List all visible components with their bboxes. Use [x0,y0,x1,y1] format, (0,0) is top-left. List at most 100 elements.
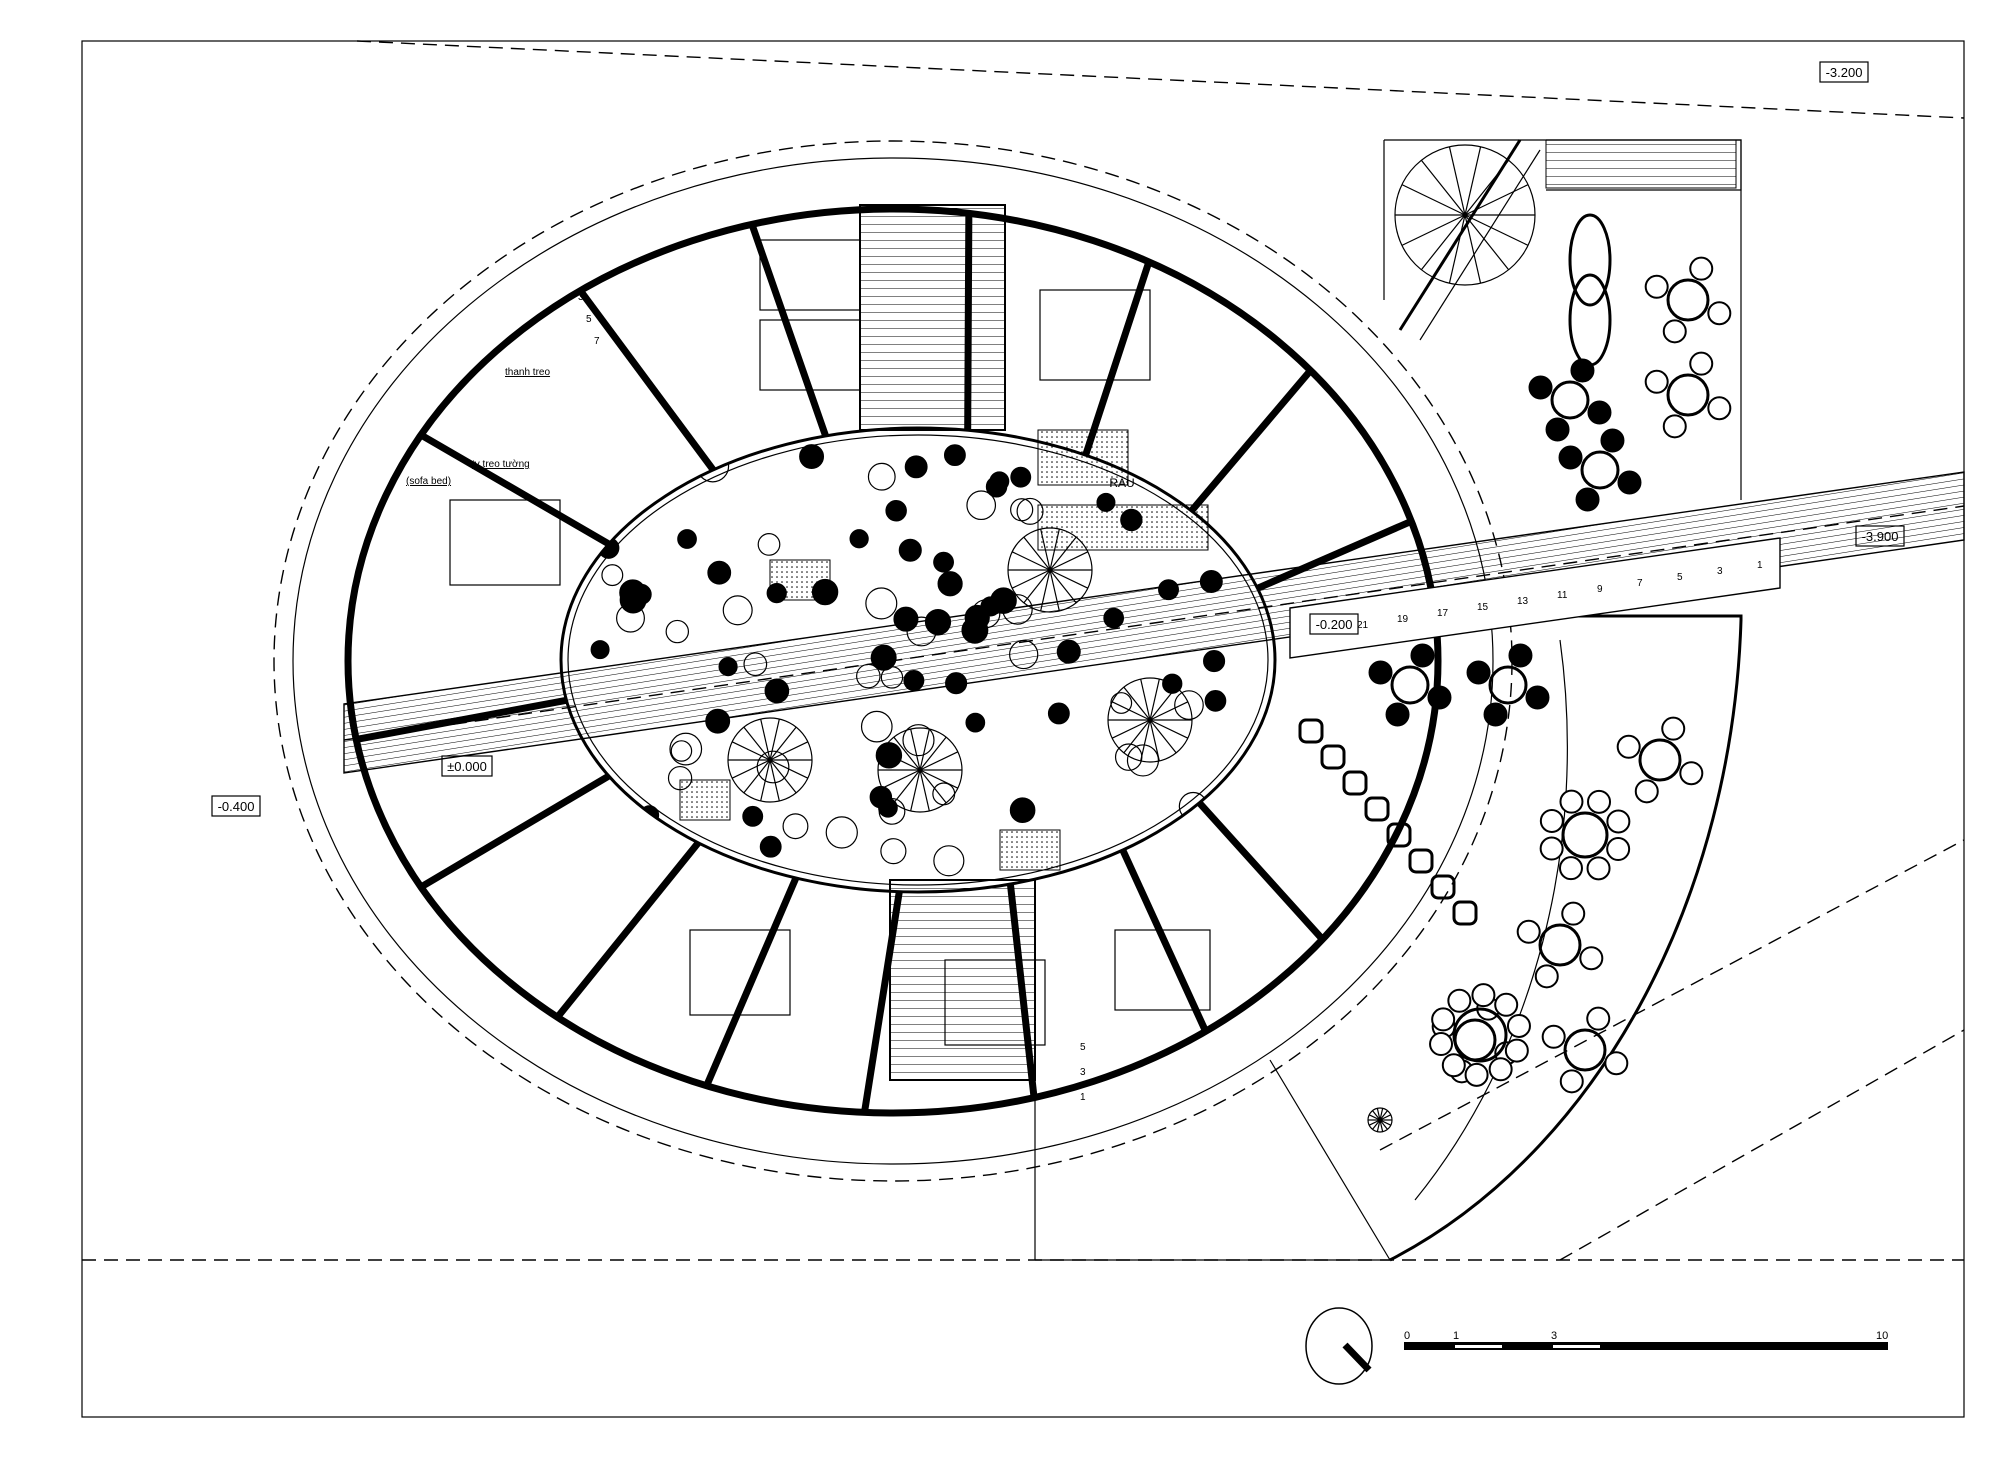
step-number: 5 [1080,1042,1086,1053]
shrub [902,724,935,757]
wall [554,840,701,1020]
chair [1661,716,1686,741]
shrub [743,652,768,677]
stair-top-left-numbers: 357 [578,292,600,347]
bed [1039,289,1151,381]
level-tag-left: -0.400 [211,795,261,817]
tree-branch [1379,1119,1392,1126]
dark-shrub [590,640,610,660]
shrub [756,750,790,784]
shrub [1010,498,1034,522]
dark-shrub [1010,466,1032,488]
shrub [601,564,624,587]
chair [1600,428,1625,453]
tree-branch [1140,678,1151,721]
wall [1119,848,1209,1033]
dark-shrub [1096,492,1116,512]
shrub [865,587,898,620]
shrub [966,490,997,521]
planter [769,559,831,601]
shrub [906,616,937,647]
tree-branch [1376,1119,1381,1132]
dark-shrub [619,579,647,607]
dark-shrub [759,835,782,858]
chair [1579,946,1604,971]
bed [944,959,1046,1046]
chair [1516,919,1541,944]
dark-shrub [718,657,738,677]
tree-branch [1149,719,1189,739]
chair [1525,685,1550,710]
chair [1488,1057,1513,1082]
chair [1427,685,1452,710]
tree-branch [1123,686,1151,721]
dark-shrub [1158,579,1179,601]
planter [999,829,1061,871]
stair-bottom-numbers: 135 [1080,1042,1086,1103]
tree-branch [1448,146,1466,216]
chair [1707,396,1732,421]
wall [1196,800,1326,942]
step-number: 15 [1477,602,1489,613]
chair [1441,1053,1466,1078]
chair [1662,414,1687,439]
tree-branch [760,718,771,761]
tree-branch [1023,536,1051,571]
chair [1604,1051,1629,1076]
tree-branch [1049,536,1077,571]
tree-branch [919,728,930,771]
tree-branch [743,759,771,794]
dark-shrub [849,529,869,549]
wall [703,876,800,1088]
wall [1082,260,1153,457]
table [1666,278,1710,322]
table [1550,380,1590,420]
dark-shrub [904,455,928,479]
shrub [880,666,904,689]
tree-branch [1149,719,1177,754]
label-wall-tv: tv treo tường [472,459,530,470]
level-text: -3.900 [1862,529,1899,544]
step-number: 9 [1597,584,1603,595]
chair [1431,1007,1456,1032]
chair [1545,417,1570,442]
dark-shrub [1103,607,1125,629]
tree-branch [1379,1108,1384,1121]
tree-branch [1049,569,1089,589]
tree-branch [910,769,921,812]
chair [1689,256,1714,281]
chair [1539,808,1564,833]
chair [1559,789,1584,814]
dark-shrub [924,608,952,636]
tree-branch [769,759,780,802]
chair [1587,400,1612,425]
chair [1385,702,1410,727]
tree-branch [731,741,771,761]
wall [577,288,717,473]
tree-branch [1149,686,1177,721]
tree-branch [919,736,947,771]
chair [1606,809,1631,834]
dark-shrub [677,529,697,549]
tree-branch [769,726,797,761]
chair [1617,470,1642,495]
step-number: 3 [578,292,584,303]
step-number: 17 [1437,608,1449,619]
shrub [722,595,753,626]
terrace-north [1383,139,1742,500]
ramp [343,471,1965,774]
table [1666,373,1710,417]
dark-shrub [885,500,907,522]
tree-branch [769,759,809,779]
shrub [1009,639,1039,670]
tree-branch [1040,528,1051,571]
step-number: 3 [1717,566,1723,577]
level-text: ±0.000 [447,759,487,774]
dark-shrub [945,672,968,695]
tree-branch [1376,1108,1381,1121]
tree-branch [881,751,921,771]
level-tag-entry: ±0.000 [441,755,493,777]
tree-branch [910,728,921,771]
shrub [933,845,965,877]
step-number: 21 [1357,620,1369,631]
